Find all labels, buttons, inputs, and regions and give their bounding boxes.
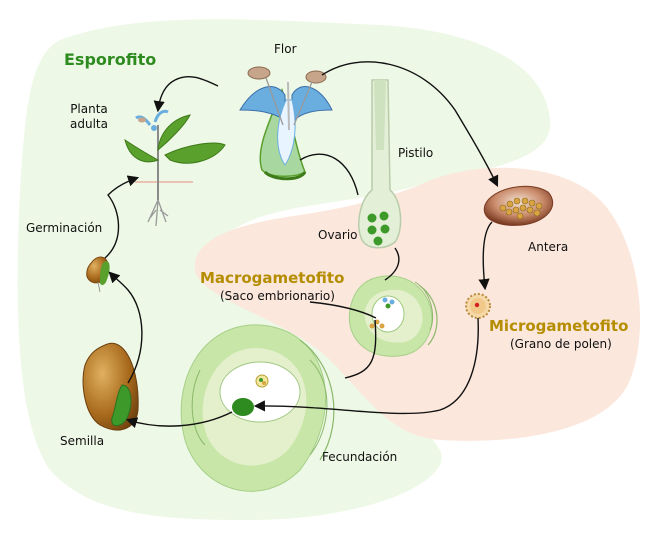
cycle-arrows — [104, 61, 499, 429]
arrow-seed-to-germination — [108, 271, 143, 384]
label-microgametofito: Microgametofito — [489, 317, 629, 335]
label-macrogametofito: Macrogametofito — [200, 269, 345, 287]
label-fecundacion: Fecundación — [322, 450, 398, 464]
embryo-sac-illustration — [348, 275, 438, 357]
label-planta-line2: adulta — [70, 117, 108, 131]
label-ovario: Ovario — [318, 228, 358, 242]
label-semilla: Semilla — [60, 434, 105, 448]
pollen-grain-illustration — [465, 293, 491, 319]
arrow-germination-to-plant — [104, 175, 140, 259]
sporophyte-region — [17, 19, 551, 521]
seed-illustration — [82, 342, 139, 431]
label-pistilo: Pistilo — [398, 146, 434, 160]
anther-illustration — [483, 185, 554, 226]
arrow-flower-to-plant — [153, 76, 219, 113]
label-saco-embrionario: (Saco embrionario) — [220, 289, 335, 303]
adult-plant-illustration — [124, 109, 226, 227]
arrow-embryo-sac-to-fertilization — [344, 319, 377, 379]
label-germinacion: Germinación — [26, 221, 103, 235]
germination-illustration — [86, 256, 110, 293]
pistil-illustration — [358, 79, 402, 249]
flower-illustration — [239, 66, 333, 181]
label-planta-line1: Planta — [70, 102, 108, 116]
label-grano-de-polen: (Grano de polen) — [510, 337, 612, 351]
label-planta-adulta: Planta adulta — [70, 102, 108, 132]
label-flor: Flor — [274, 42, 297, 56]
arrow-pollen-to-fertilization — [253, 317, 479, 415]
arrow-fertilization-to-seed — [125, 411, 233, 429]
arrow-ovary-to-embryo-sac — [384, 247, 400, 281]
arrow-anther-to-pollen — [478, 221, 493, 291]
arrow-embryo-sac-label-pointer — [309, 301, 377, 319]
label-antera: Antera — [528, 240, 569, 254]
label-esporofito: Esporofito — [64, 50, 157, 69]
arrow-flower-to-ovary — [299, 153, 359, 196]
arrow-flower-to-anther — [321, 61, 499, 188]
